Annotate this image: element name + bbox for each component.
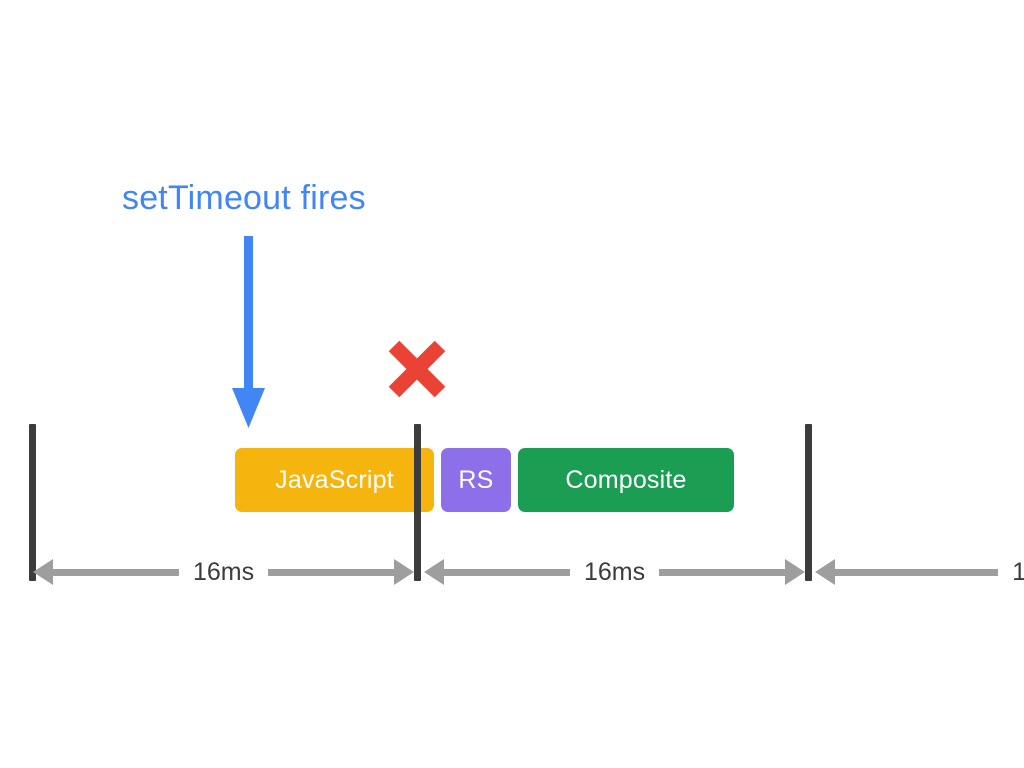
arrow-head-left-icon	[815, 559, 835, 585]
frame-boundary-tick-1	[29, 424, 36, 581]
timeline-block-label: JavaScript	[275, 465, 394, 494]
timeline-block-recalc-style[interactable]: RS	[441, 448, 511, 512]
frame-duration-measure-1: 16ms	[33, 556, 415, 588]
frame-duration-measure-2: 16ms	[424, 556, 806, 588]
measure-bar	[53, 568, 179, 576]
measure-bar	[659, 568, 786, 576]
frame-boundary-tick-3	[805, 424, 812, 581]
down-arrow-icon	[228, 236, 270, 428]
arrow-head-right-icon	[785, 559, 806, 585]
arrow-head-left-icon	[424, 559, 444, 585]
timeline-block-label: RS	[458, 465, 494, 494]
arrow-head-left-icon	[33, 559, 53, 585]
measure-bar	[444, 568, 570, 576]
measure-bar	[268, 568, 395, 576]
timeline-block-javascript[interactable]: JavaScript	[235, 448, 434, 512]
frame-duration-label: 16ms	[192, 557, 255, 586]
red-x-icon	[386, 338, 448, 400]
frame-duration-measure-3: 16	[815, 556, 1024, 588]
measure-bar	[835, 568, 999, 576]
arrow-head-right-icon	[394, 559, 415, 585]
frame-boundary-tick-2	[414, 424, 421, 581]
frame-duration-label: 16ms	[583, 557, 646, 586]
frame-duration-label: 16	[1012, 557, 1024, 586]
timeline-block-composite[interactable]: Composite	[518, 448, 734, 512]
timeline-block-label: Composite	[565, 465, 687, 494]
settimeout-annotation-label: setTimeout fires	[122, 179, 366, 217]
